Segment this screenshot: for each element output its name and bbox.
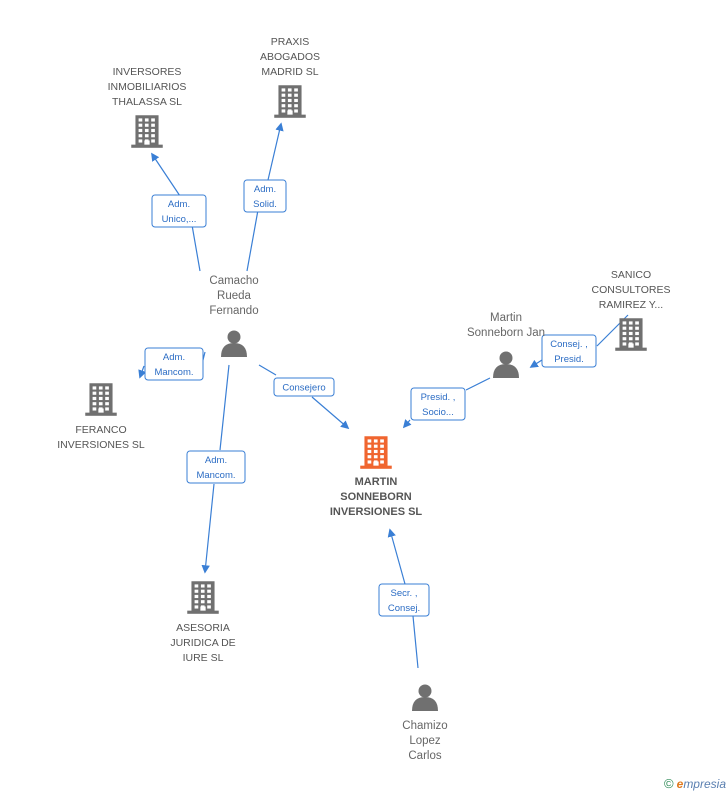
node-asesoria[interactable]: ASESORIA JURIDICA DE IURE SL [170, 581, 236, 664]
node-label: Carlos [408, 750, 441, 762]
nodes-layer: INVERSORES INMOBILIARIOS THALASSA SL PRAXIS… [57, 36, 670, 762]
edge-line [246, 124, 281, 272]
edge-e2: Adm. Solid. [243, 124, 287, 272]
edge-line [258, 364, 348, 428]
node-label: Martin [490, 312, 522, 324]
node-label: SANICO [611, 269, 651, 281]
edge-line [390, 530, 419, 669]
node-label: SONNEBORN [340, 491, 412, 503]
copyright-symbol: © [664, 776, 674, 791]
building-icon [274, 85, 306, 118]
edge-role-tag[interactable]: Presid. , Socio... [410, 387, 466, 421]
person-icon [412, 684, 438, 711]
node-label: INVERSIONES SL [330, 506, 423, 518]
edge-role-tag[interactable]: Adm. Unico,... [151, 194, 207, 228]
role-tag-text: Consej. , [550, 339, 588, 350]
building-icon [360, 436, 392, 469]
node-label: ABOGADOS [260, 51, 320, 63]
brand-name: mpresia [683, 777, 726, 791]
edge-e1: Adm. Unico,... [151, 154, 207, 272]
role-tag-text: Presid. [554, 354, 584, 365]
node-label: INVERSORES [113, 66, 182, 78]
node-label: INMOBILIARIOS [108, 81, 187, 93]
node-label: IURE SL [183, 652, 224, 664]
role-tag-text: Socio... [422, 407, 454, 418]
role-tag-box [410, 387, 466, 421]
building-icon [131, 115, 163, 148]
edges-layer: Adm. Unico,... Adm. Solid. Adm. Mancom. Consej… [140, 124, 629, 669]
role-tag-text: Consej. [388, 603, 420, 614]
role-tag-text: Adm. [163, 352, 185, 363]
role-tag-box [243, 179, 287, 213]
role-tag-text: Solid. [253, 199, 277, 210]
edge-role-tag[interactable]: Adm. Mancom. [186, 450, 246, 484]
node-label: MADRID SL [261, 66, 318, 78]
node-label: JURIDICA DE [170, 637, 235, 649]
role-tag-text: Adm. [205, 455, 227, 466]
brand-initial: e [676, 777, 684, 791]
role-tag-box [541, 334, 597, 368]
role-tag-text: Presid. , [421, 392, 456, 403]
node-label: PRAXIS [271, 36, 310, 48]
node-label: RAMIREZ Y... [599, 299, 663, 311]
edge-e7: Presid. , Socio... [404, 377, 491, 427]
edge-e4: Consejero [258, 364, 348, 428]
edge-line [152, 154, 201, 272]
role-tag-text: Secr. , [391, 588, 418, 599]
edge-role-tag[interactable]: Secr. , Consej. [378, 583, 430, 617]
role-tag-text: Adm. [168, 199, 190, 210]
role-tag-text: Mancom. [154, 367, 193, 378]
edge-role-tag[interactable]: Adm. Solid. [243, 179, 287, 213]
node-label: Lopez [409, 735, 441, 747]
edge-e8: Secr. , Consej. [378, 530, 430, 669]
node-label: INVERSIONES SL [57, 439, 145, 451]
building-icon [615, 318, 647, 351]
node-label: ASESORIA [176, 622, 230, 634]
building-icon [187, 581, 219, 614]
role-tag-box [273, 377, 335, 397]
edge-role-tag[interactable]: Adm. Mancom. [144, 347, 204, 381]
node-label: CONSULTORES [592, 284, 671, 296]
node-label: Fernando [209, 305, 258, 317]
edge-role-tag[interactable]: Consejero [273, 377, 335, 397]
node-feranco[interactable]: FERANCO INVERSIONES SL [57, 383, 145, 451]
node-label: FERANCO [75, 424, 126, 436]
node-label: THALASSA SL [112, 96, 182, 108]
building-icon [85, 383, 117, 416]
edge-e5: Adm. Mancom. [186, 364, 246, 572]
node-label: Sonneborn Jan [467, 327, 545, 339]
role-tag-text: Consejero [282, 383, 325, 394]
edge-line [205, 364, 230, 572]
role-tag-box [151, 194, 207, 228]
node-inversores[interactable]: INVERSORES INMOBILIARIOS THALASSA SL [108, 66, 187, 148]
role-tag-text: Unico,... [162, 214, 197, 225]
node-praxis[interactable]: PRAXIS ABOGADOS MADRID SL [260, 36, 320, 118]
edge-e3: Adm. Mancom. [140, 347, 206, 381]
role-tag-box [378, 583, 430, 617]
person-icon [221, 330, 247, 357]
role-tag-text: Adm. [254, 184, 276, 195]
role-tag-box [144, 347, 204, 381]
footer-brand[interactable]: ©empresia [664, 776, 726, 791]
role-tag-box [186, 450, 246, 484]
node-sanico[interactable]: SANICO CONSULTORES RAMIREZ Y... [592, 269, 671, 351]
edge-e6: Consej. , Presid. [531, 314, 629, 368]
edge-line [404, 377, 491, 427]
node-label: MARTIN [355, 476, 398, 488]
person-icon [493, 351, 519, 378]
node-label: Rueda [217, 290, 251, 302]
role-tag-text: Mancom. [196, 470, 235, 481]
edge-role-tag[interactable]: Consej. , Presid. [541, 334, 597, 368]
node-label: Chamizo [402, 720, 447, 732]
node-label: Camacho [209, 275, 258, 287]
node-center[interactable]: MARTIN SONNEBORN INVERSIONES SL [330, 436, 423, 518]
